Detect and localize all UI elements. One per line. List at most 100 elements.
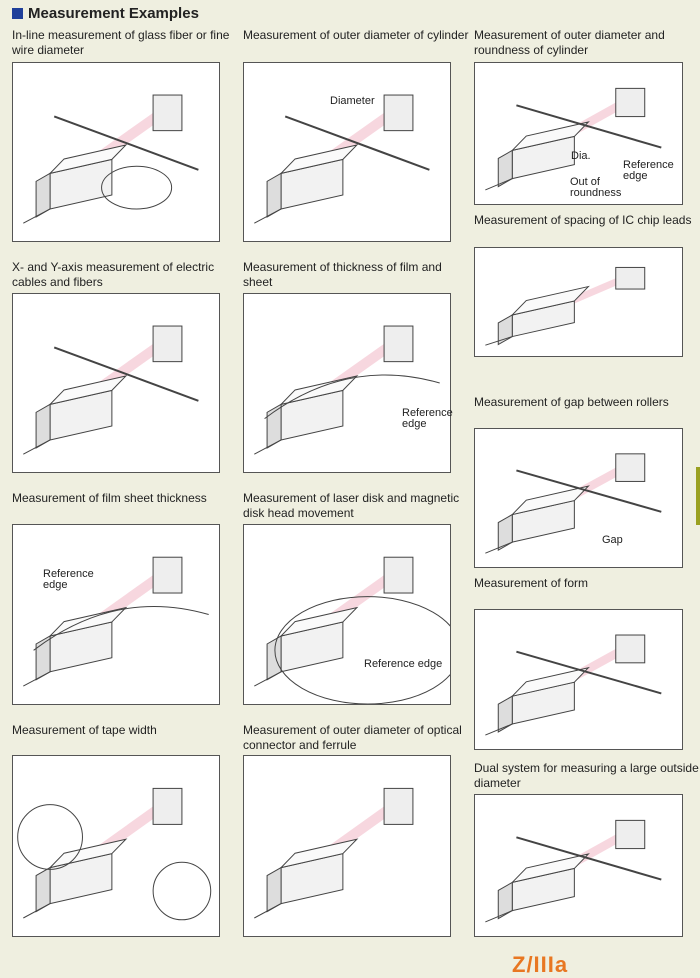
illustration xyxy=(485,819,662,923)
illustration-tape-width xyxy=(12,755,220,937)
emitter-unit xyxy=(510,853,590,884)
emitter-unit xyxy=(48,606,128,637)
emitter-unit xyxy=(279,606,359,637)
receiver-unit xyxy=(383,94,414,132)
emitter-unit xyxy=(510,121,590,152)
annotation-label: Gap xyxy=(602,534,623,546)
illustration xyxy=(254,94,430,224)
panel-title: Measurement of gap between rollers xyxy=(474,395,669,409)
target-object xyxy=(516,104,662,149)
target-object xyxy=(516,469,662,513)
illustration xyxy=(17,787,212,921)
illustration-glass-fiber xyxy=(12,62,220,242)
panel-title: X- and Y-axis measurement of electric ca… xyxy=(12,260,215,289)
annotation-label: Diameter xyxy=(330,95,375,107)
annotation-label: Out of roundness xyxy=(570,176,622,199)
cable xyxy=(254,208,282,224)
receiver-unit xyxy=(615,819,646,850)
panel-title: Measurement of thickness of film and she… xyxy=(243,260,442,289)
cable xyxy=(23,208,51,224)
cable xyxy=(485,178,513,191)
brand-logo: Z/IIIa xyxy=(512,952,569,977)
panel-title: Measurement of spacing of IC chip leads xyxy=(474,213,692,227)
receiver-unit xyxy=(383,556,414,594)
emitter-unit xyxy=(48,838,128,869)
receiver-unit xyxy=(152,94,183,132)
emitter-unit xyxy=(497,881,513,920)
section-header: Measurement Examples xyxy=(12,5,199,22)
panel-title: Measurement of film sheet thickness xyxy=(12,491,207,505)
emitter-unit xyxy=(510,485,590,516)
receiver-unit xyxy=(615,87,646,118)
illustration-film-thickness: Reference edge xyxy=(243,293,453,473)
cable xyxy=(485,541,513,554)
cable xyxy=(254,439,282,455)
receiver-unit xyxy=(152,556,183,594)
cable xyxy=(485,336,513,346)
emitter-unit xyxy=(279,838,359,869)
illustration xyxy=(485,266,646,346)
receiver-unit xyxy=(152,325,183,363)
panel-title: Measurement of form xyxy=(474,576,589,590)
emitter-unit xyxy=(48,144,128,175)
cable xyxy=(23,439,51,455)
panel-title: In-line measurement of glass fiber or fi… xyxy=(12,28,230,57)
cable xyxy=(254,903,282,919)
illustration-roller-gap: Gap xyxy=(474,428,683,568)
target-object xyxy=(53,346,199,402)
emitter-unit xyxy=(497,695,513,733)
illustration-dual-system xyxy=(474,794,683,937)
receiver-unit xyxy=(383,787,414,825)
illustration xyxy=(485,87,662,191)
receiver-unit xyxy=(152,787,183,825)
emitter-unit xyxy=(279,375,359,406)
annotation-label: Reference edge xyxy=(43,568,94,591)
receiver-unit xyxy=(383,325,414,363)
target-object xyxy=(284,115,430,171)
annotation-label: Reference edge xyxy=(402,407,453,430)
illustration xyxy=(485,453,662,554)
receiver-unit xyxy=(615,266,646,290)
side-index-tab xyxy=(696,467,700,525)
emitter-unit xyxy=(510,666,590,698)
illustration xyxy=(23,556,209,687)
panel-title: Measurement of outer diameter of optical… xyxy=(243,723,462,752)
target-object xyxy=(516,836,662,881)
cable xyxy=(485,723,513,736)
header-square-icon xyxy=(12,8,23,19)
illustration xyxy=(23,325,199,455)
annotation-label: Dia. xyxy=(571,150,591,162)
illustration xyxy=(254,325,440,455)
panel-title: Measurement of outer diameter and roundn… xyxy=(474,28,665,57)
sheet xyxy=(264,374,440,419)
emitter-unit xyxy=(510,285,590,316)
section-title: Measurement Examples xyxy=(28,5,199,22)
illustration-cylinder: Diameter xyxy=(243,62,451,242)
annotation-label: Reference edge xyxy=(623,159,674,182)
emitter-unit xyxy=(497,513,513,552)
cable xyxy=(485,910,513,923)
illustration xyxy=(23,94,199,224)
panel-title: Measurement of outer diameter of cylinde… xyxy=(243,28,469,42)
illustration-optical-connector xyxy=(243,755,451,937)
illustration-form xyxy=(474,609,683,750)
reel xyxy=(17,804,83,870)
illustration-xy-cables xyxy=(12,293,220,473)
cable xyxy=(23,671,51,687)
illustration-film-sheet: Reference edge xyxy=(12,524,220,705)
illustration xyxy=(254,556,450,704)
target-object xyxy=(53,115,199,171)
cable xyxy=(254,671,282,687)
illustration xyxy=(485,634,662,736)
receiver-unit xyxy=(615,634,646,664)
reel xyxy=(152,861,212,921)
target-object xyxy=(516,650,662,695)
disk xyxy=(101,165,173,210)
emitter-unit xyxy=(48,375,128,406)
cable xyxy=(23,903,51,919)
receiver-unit xyxy=(615,453,646,482)
emitter-unit xyxy=(279,144,359,175)
panel-title: Measurement of tape width xyxy=(12,723,157,737)
emitter-unit xyxy=(497,149,513,188)
illustration-disk-head: Reference edge xyxy=(243,524,451,705)
